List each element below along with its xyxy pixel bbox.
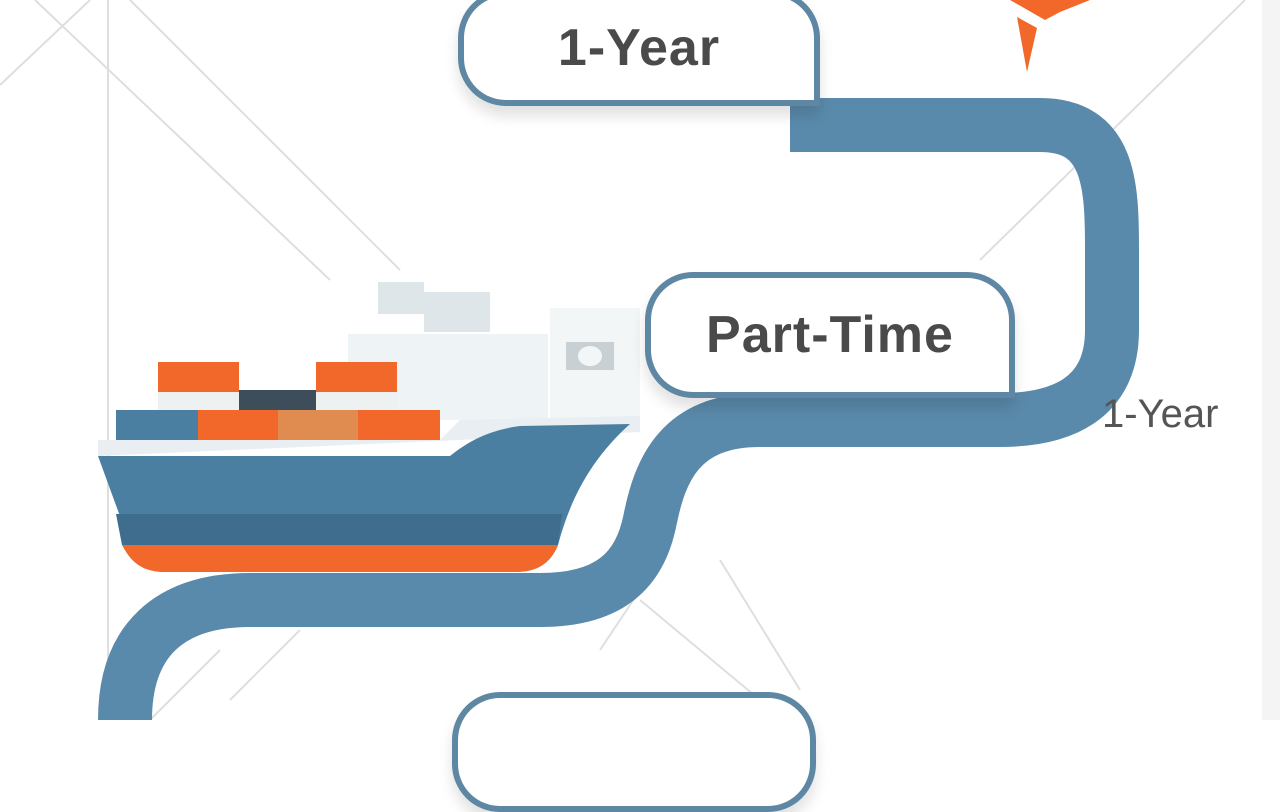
milestone-bubble-1: 1-Year xyxy=(458,0,820,106)
milestone-label-1: 1-Year xyxy=(557,19,721,77)
right-edge-strip xyxy=(1262,0,1280,720)
side-duration-label: 1-Year xyxy=(1102,392,1219,436)
background-and-road xyxy=(0,0,1246,720)
milestone-bubble-3 xyxy=(452,692,816,812)
milestone-bubble-2: Part-Time xyxy=(645,272,1015,398)
cargo-ship-icon xyxy=(98,282,640,572)
milestone-label-2: Part-Time xyxy=(706,306,954,364)
road-path xyxy=(98,98,1139,720)
location-marker-icon xyxy=(1010,0,1090,72)
